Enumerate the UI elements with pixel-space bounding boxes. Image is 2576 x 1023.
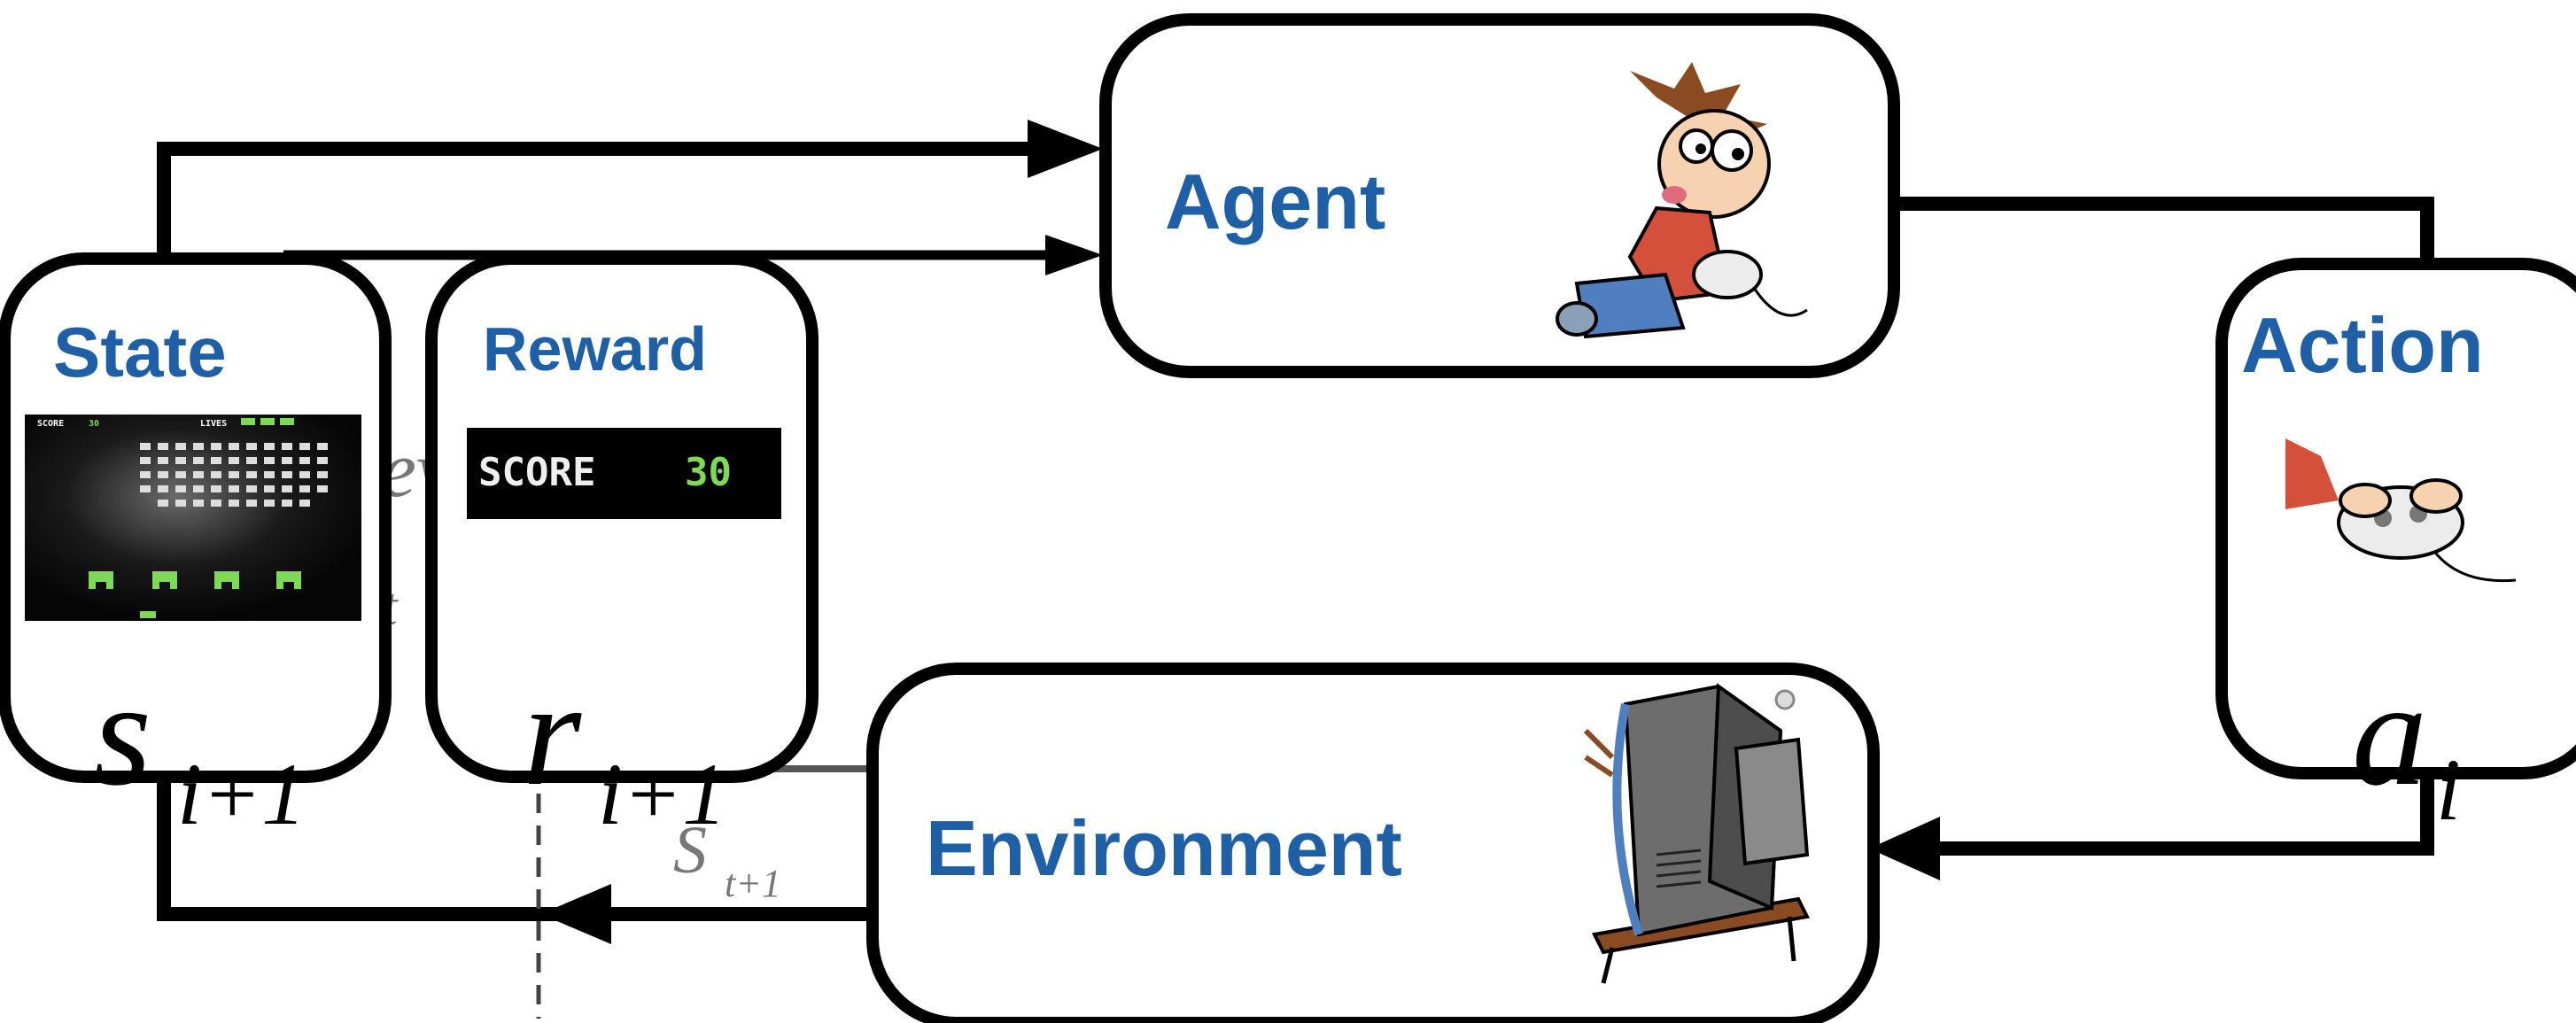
arrow-agent-to-action [1896, 197, 2434, 266]
invader [282, 443, 292, 450]
environment-label: Environment [926, 804, 1402, 892]
invader [175, 485, 186, 492]
environment-node: Environment [866, 663, 1880, 1023]
invader [211, 443, 221, 450]
agent-label: Agent [1165, 158, 1385, 245]
arrowhead-agent-top [1028, 120, 1103, 178]
invader [158, 457, 168, 464]
invader [229, 471, 239, 478]
invader [317, 457, 328, 464]
invader [299, 485, 310, 492]
invader [175, 471, 186, 478]
invader [299, 457, 310, 464]
invader [282, 500, 292, 507]
invader [211, 500, 221, 507]
shield-bunkers [89, 571, 301, 589]
mini-score-label: SCORE [37, 419, 64, 429]
invader [140, 457, 151, 464]
invader [211, 485, 221, 492]
reward-subscript: i+1 [598, 745, 726, 843]
invader [264, 485, 275, 492]
invader [193, 457, 204, 464]
player-cannon [140, 611, 156, 618]
reward-label: Reward [483, 314, 707, 384]
invader [317, 471, 328, 478]
score-label: SCORE [478, 450, 595, 495]
invader [246, 500, 257, 507]
invader [175, 457, 186, 464]
invader [299, 471, 310, 478]
action-symbol: a [2352, 650, 2427, 817]
lives-icons [241, 418, 294, 425]
space-invaders-screen: SCORE 30 LIVES [25, 415, 361, 621]
invader [211, 471, 221, 478]
invader [282, 457, 292, 464]
arrowhead-environment [1869, 817, 1940, 880]
invader [229, 485, 239, 492]
invader [175, 443, 186, 450]
controller-hands-icon [2285, 438, 2517, 583]
arrow-action-to-environment [1927, 775, 2434, 856]
invader [175, 500, 186, 507]
invader [211, 457, 221, 464]
action-label: Action [2241, 301, 2484, 389]
invader [264, 471, 275, 478]
invader [317, 443, 328, 450]
invader [264, 443, 275, 450]
state-label: State [53, 313, 227, 391]
mini-score-value: 30 [89, 419, 99, 429]
invader [193, 485, 204, 492]
background-state-label: S [673, 813, 707, 887]
invader [229, 500, 239, 507]
invader [140, 485, 151, 492]
invader [140, 443, 151, 450]
invader [158, 485, 168, 492]
invader [317, 485, 328, 492]
state-symbol: s [93, 650, 151, 817]
state-node: State SCORE 30 LIVES s i+1 [0, 252, 392, 843]
background-state-subscript: t+1 [725, 862, 781, 905]
arrowhead-agent-mid [1045, 235, 1103, 275]
invader [264, 457, 275, 464]
invader [246, 471, 257, 478]
reward-symbol: r [523, 650, 582, 817]
invader [140, 471, 151, 478]
invader [246, 485, 257, 492]
invader [264, 500, 275, 507]
invader [193, 500, 204, 507]
invader [229, 457, 239, 464]
state-subscript: i+1 [177, 745, 306, 843]
action-subscript: i [2436, 740, 2461, 839]
invader [229, 443, 239, 450]
invader [246, 457, 257, 464]
invader [299, 443, 310, 450]
action-node: Action a i [2215, 258, 2576, 839]
invader [282, 485, 292, 492]
reward-node: Reward SCORE 30 r i+1 [425, 252, 819, 843]
agent-node: Agent [1099, 13, 1900, 378]
arrow-state-to-agent-top [157, 142, 1045, 259]
gamer-kid-icon [1556, 62, 1808, 339]
invader-grid [140, 443, 328, 507]
mini-lives-label: LIVES [200, 419, 227, 429]
score-panel: SCORE 30 [467, 428, 781, 519]
invader [158, 500, 168, 507]
invader [193, 443, 204, 450]
invader [299, 500, 310, 507]
invader [282, 471, 292, 478]
invader [193, 471, 204, 478]
arrow-environment-to-state [157, 779, 873, 921]
tv-on-stand-icon [1583, 683, 1810, 984]
invader [158, 443, 168, 450]
invader [158, 471, 168, 478]
arrowhead-state-bottom [540, 884, 611, 944]
invader [246, 443, 257, 450]
score-value: 30 [685, 450, 732, 495]
